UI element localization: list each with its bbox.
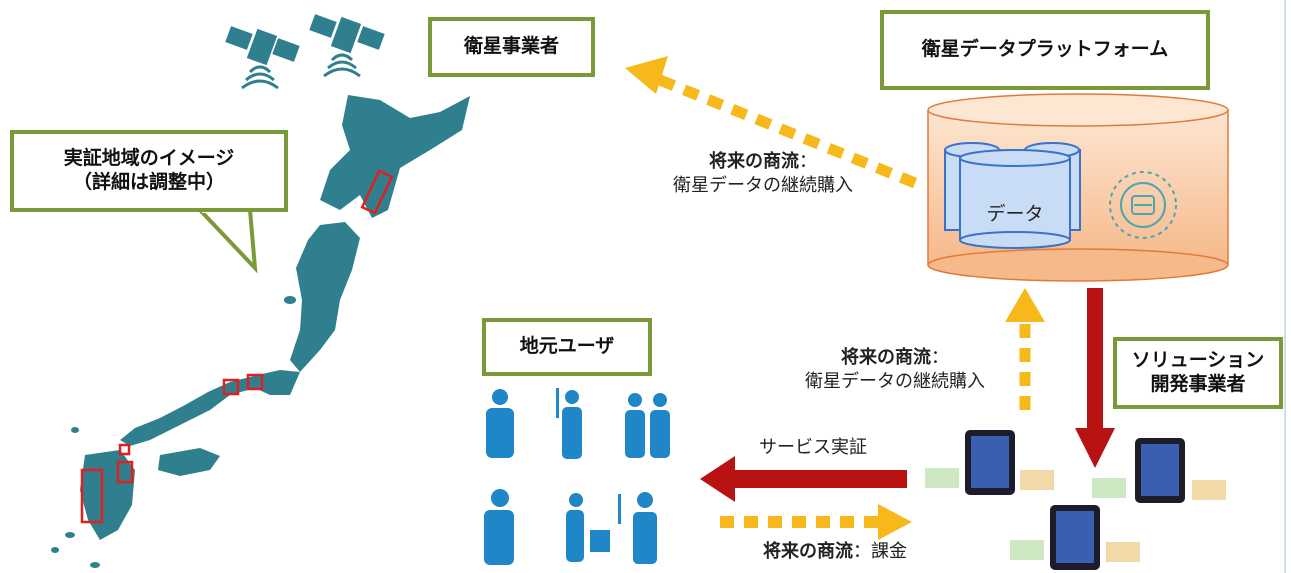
callout-line2: （詳細は調整中） [72,171,225,193]
service-demo-text: サービス実証 [759,437,867,458]
region-hokuriku-2 [246,373,264,391]
billing-text: 課金 [871,541,907,562]
platform-label: 衛星データプラットフォーム [921,38,1169,61]
japan-map [51,95,470,568]
region-kyushu-2 [116,460,134,484]
farmer-icon [486,389,514,458]
purchase-label-top: 将来の商流： 衛星データの継続購入 [628,150,898,199]
region-hokuriku-1 [222,378,240,396]
data-stack-icon [944,142,1081,249]
arrow-service-demo [700,456,907,502]
solution-developer-label-line2: 開発事業者 [1150,373,1246,395]
data-text: データ [986,203,1044,225]
platform-box: 衛星データプラットフォーム [880,10,1210,90]
local-users-label: 地元ユーザ [519,335,615,358]
arrow-purchase-to-operator [625,56,918,189]
arrow-purchase-to-platform [1005,288,1045,410]
purchase-text: 衛星データの継続購入 [805,371,985,393]
colon-sep: ： [799,151,817,172]
local-users-box: 地元ユーザ [482,318,652,376]
colon-sep: ： [931,347,949,368]
demo-region-callout: 実証地域のイメージ （詳細は調整中） [10,130,288,212]
solution-developer-box: ソリューション 開発事業者 [1113,337,1283,409]
delivery-worker-icon [566,493,610,562]
region-kyushu-3 [80,468,104,524]
future-flow-title: 将来の商流 [763,541,853,562]
region-kyushu-1 [118,443,131,456]
tablet-app-icon [925,430,1054,495]
tablet-app-icon [1010,505,1140,570]
purchase-text: 衛星データの継続購入 [673,175,853,197]
region-hokkaido [360,169,394,215]
service-demo-label: サービス実証 [738,436,888,460]
satellite-operator-label: 衛星事業者 [463,35,559,58]
harvester-icon [484,489,514,565]
tablet-app-icon [1092,438,1226,503]
future-flow-title: 将来の商流 [709,151,799,172]
satellite-operator-box: 衛星事業者 [428,17,595,77]
demo-region-markers [80,169,394,524]
future-flow-title: 将来の商流 [841,347,931,368]
solution-developer-label-line1: ソリューション [1131,349,1265,372]
satellite-icon [309,14,385,78]
fisherman-icon [556,388,582,459]
arrow-billing [720,504,912,540]
sync-icon [1109,171,1177,239]
callout-pointer [195,207,258,274]
callout-line1: 実証地域のイメージ [63,147,235,170]
miner-icon [618,492,657,564]
colon-sep: ： [853,541,871,562]
data-label: データ [975,202,1055,228]
billing-label: 将来の商流：課金 [720,540,950,564]
right-edge-border [1284,0,1286,573]
purchase-label-bottom: 将来の商流： 衛星データの継続購入 [770,346,1020,395]
local-user-icons [484,388,670,565]
satellite-icon [225,26,300,90]
arrow-platform-to-solution [1075,288,1115,468]
businessmen-icon [625,393,670,458]
